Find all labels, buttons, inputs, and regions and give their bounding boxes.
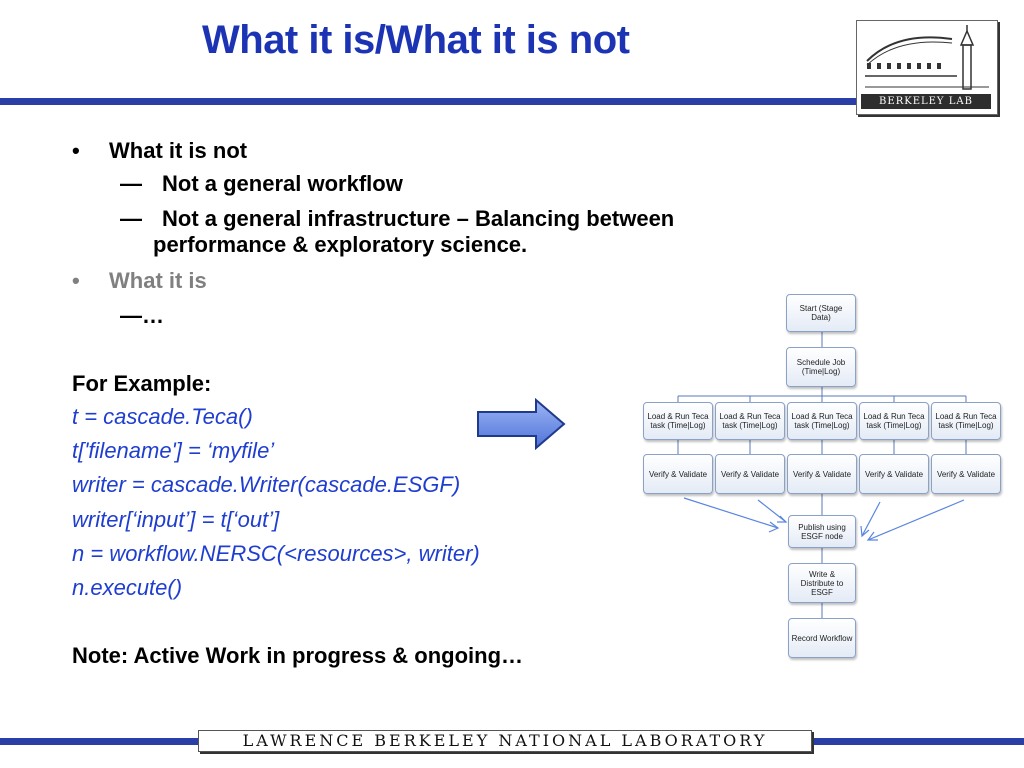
sub-bullet-ellipsis: —… [120,303,164,328]
code-line: writer = cascade.Writer(cascade.ESGF) [72,472,461,497]
footer-rule-left [0,738,200,745]
flow-node-write-distribute: Write & Distribute to ESGF [788,563,856,603]
code-line: t = cascade.Teca() [72,404,253,429]
slide-title: What it is/What it is not [202,18,630,62]
bullet-icon: • [72,138,80,163]
flow-node-verify: Verify & Validate [715,454,785,494]
sub-bullet-general-infrastructure-cont: performance & exploratory science. [153,232,528,257]
code-line: n.execute() [72,575,183,600]
flow-node-load-run: Load & Run Teca task (Time|Log) [787,402,857,440]
title-underline [0,98,860,105]
flow-node-verify: Verify & Validate [931,454,1001,494]
sub-bullet-general-infrastructure: Not a general infrastructure – Balancing… [162,206,675,231]
dash-icon: — [120,171,142,196]
flow-node-load-run: Load & Run Teca task (Time|Log) [859,402,929,440]
dash-icon: — [120,206,142,231]
note-text: Note: Active Work in progress & ongoing… [72,643,524,668]
example-heading: For Example: [72,371,212,396]
flow-node-verify: Verify & Validate [643,454,713,494]
right-arrow-icon [477,398,566,450]
code-line: writer[‘input’] = t[‘out’] [72,507,280,532]
code-line: n = workflow.NERSC(<resources>, writer) [72,541,480,566]
flow-node-verify: Verify & Validate [787,454,857,494]
flow-node-load-run: Load & Run Teca task (Time|Log) [931,402,1001,440]
flow-node-publish: Publish using ESGF node [788,515,856,548]
berkeley-lab-logo: Berkeley Lab [856,20,998,115]
flow-node-load-run: Load & Run Teca task (Time|Log) [643,402,713,440]
flow-node-load-run: Load & Run Teca task (Time|Log) [715,402,785,440]
bullet-what-it-is-not: What it is not [109,138,248,163]
bullet-icon: • [72,268,80,293]
flow-node-schedule: Schedule Job (Time|Log) [786,347,856,387]
flow-node-record: Record Workflow [788,618,856,658]
footer-rule-right [812,738,1024,745]
code-line: t['filename'] = ‘myfile’ [72,438,275,463]
flow-node-verify: Verify & Validate [859,454,929,494]
sub-bullet-general-workflow: Not a general workflow [162,171,403,196]
flow-node-start: Start (Stage Data) [786,294,856,332]
logo-wordmark: Berkeley Lab [861,94,991,109]
berkeley-lab-logo-graphic [865,25,989,90]
footer-lab-name: LAWRENCE BERKELEY NATIONAL LABORATORY [198,730,812,752]
bullet-what-it-is: What it is [109,268,207,293]
